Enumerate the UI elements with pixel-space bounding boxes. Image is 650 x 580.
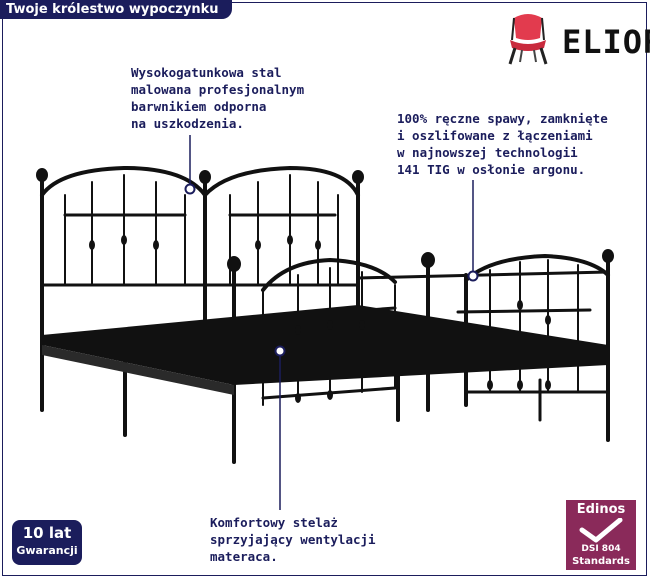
- certificate-dsi: DSI 804: [581, 544, 621, 554]
- warranty-years: 10 lat: [22, 524, 72, 542]
- feature-welds-line: 141 TIG w osłonie argonu.: [397, 162, 586, 177]
- feature-welds-line: w najnowszej technologii: [397, 145, 578, 160]
- check-icon: [579, 518, 623, 543]
- feature-steel-line: barwnikiem odporna: [131, 99, 267, 114]
- feature-steel-line: malowana profesjonalnym: [131, 82, 305, 97]
- certificate-standards: Standards: [572, 556, 630, 567]
- certificate-name: Edinos: [576, 502, 626, 517]
- feature-steel: Wysokogatunkowa stal malowana profesjona…: [131, 64, 304, 132]
- warranty-label: Gwarancji: [16, 544, 78, 557]
- header-tag: Twoje królestwo wypoczynku: [0, 0, 233, 19]
- warranty-badge: 10 lat Gwarancji: [12, 520, 82, 565]
- chair-icon: [508, 14, 548, 65]
- feature-frame-line: sprzyjający wentylacji: [210, 532, 376, 547]
- feature-frame: Komfortowy stelaż sprzyjający wentylacji…: [210, 514, 376, 565]
- brand-logo: ELIOR: [500, 10, 650, 66]
- feature-steel-line: na uszkodzenia.: [131, 116, 244, 131]
- feature-frame-line: materaca.: [210, 549, 278, 564]
- feature-welds-line: i oszlifowane z łączeniami: [397, 128, 593, 143]
- brand-name: ELIOR: [562, 23, 650, 61]
- feature-welds-line: 100% ręczne spawy, zamknięte: [397, 111, 608, 126]
- feature-steel-line: Wysokogatunkowa stal: [131, 65, 282, 80]
- feature-frame-line: Komfortowy stelaż: [210, 515, 338, 530]
- certificate-badge: Edinos DSI 804 Standards: [566, 500, 636, 570]
- feature-welds: 100% ręczne spawy, zamknięte i oszlifowa…: [397, 110, 608, 178]
